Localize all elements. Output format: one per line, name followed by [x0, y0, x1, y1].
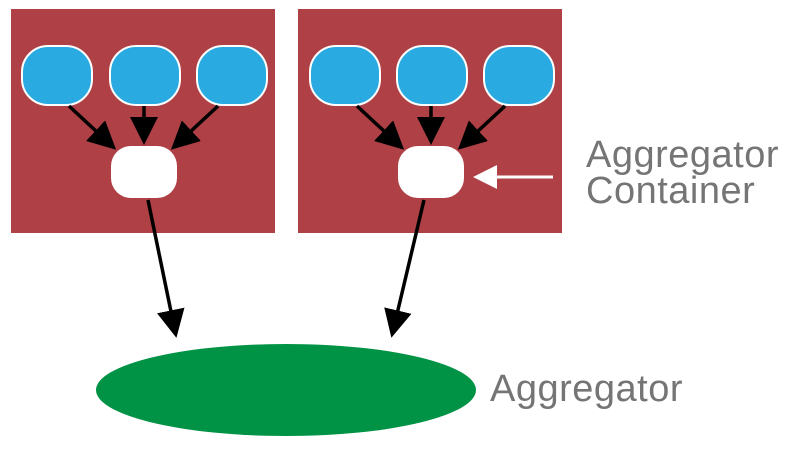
source-node [109, 45, 181, 106]
aggregator-container-label: Aggregator Container [586, 134, 780, 212]
source-node [483, 45, 555, 106]
source-node [309, 45, 381, 106]
arrow [170, 104, 220, 150]
aggregator-container-right [298, 9, 562, 338]
source-node [21, 45, 93, 106]
aggregator-label: Aggregator [490, 368, 684, 410]
source-node [396, 45, 468, 106]
aggregator-container-label-line2: Container [586, 170, 756, 212]
source-node [196, 45, 268, 106]
aggregator-node [111, 146, 177, 198]
arrow [67, 104, 117, 150]
aggregator-container-left [11, 9, 275, 338]
arrow [355, 104, 405, 150]
aggregator-node [398, 146, 464, 198]
aggregator-ellipse [96, 344, 476, 436]
arrow [457, 104, 507, 150]
aggregator-container-label-line1: Aggregator [586, 134, 780, 176]
arrow [146, 199, 185, 338]
arrow [384, 199, 426, 338]
